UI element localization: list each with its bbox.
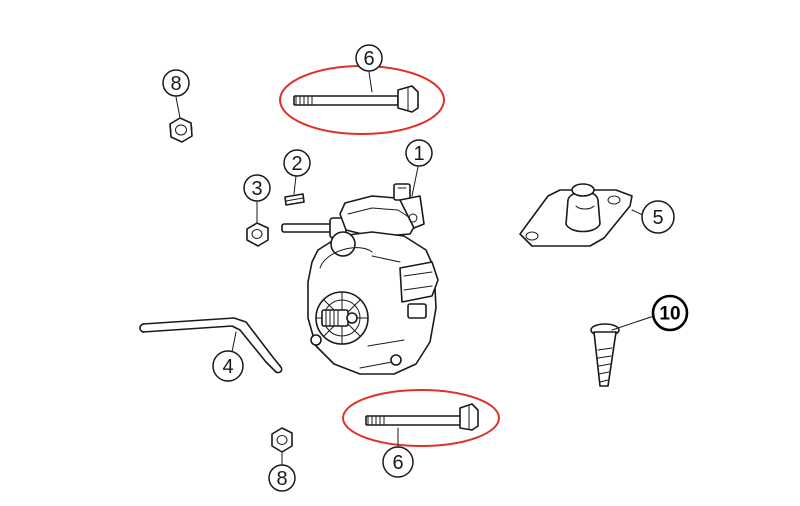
svg-text:1: 1 <box>413 143 424 165</box>
part-8-nut-top[interactable] <box>169 117 193 143</box>
svg-text:6: 6 <box>392 452 403 474</box>
callout-6-top[interactable]: 6 <box>355 44 383 72</box>
leader-5 <box>631 209 644 216</box>
highlight-ellipse-bottom <box>342 389 500 447</box>
part-6-bolt-top[interactable] <box>293 85 419 113</box>
part-3-nut[interactable] <box>246 222 269 247</box>
part-4-rod[interactable] <box>139 317 283 374</box>
part-1-gearbox[interactable] <box>281 183 439 375</box>
part-2-key[interactable] <box>284 193 305 206</box>
part-10-bolt[interactable] <box>590 323 620 387</box>
svg-text:8: 8 <box>170 73 181 95</box>
svg-text:6: 6 <box>363 48 374 70</box>
svg-text:2: 2 <box>291 153 302 175</box>
callout-1[interactable]: 1 <box>405 139 433 167</box>
part-8-nut-bottom[interactable] <box>271 427 293 453</box>
svg-text:4: 4 <box>222 356 233 378</box>
callout-8-top[interactable]: 8 <box>162 69 190 97</box>
svg-text:3: 3 <box>251 178 262 200</box>
callout-3[interactable]: 3 <box>243 174 271 202</box>
leader-4 <box>231 331 237 353</box>
svg-text:8: 8 <box>276 468 287 490</box>
callout-10[interactable]: 10 <box>651 294 689 332</box>
leader-10 <box>611 315 655 331</box>
leader-8-top <box>175 96 181 119</box>
leader-1 <box>411 166 419 197</box>
callout-4[interactable]: 4 <box>212 350 244 382</box>
part-6-bolt-bottom[interactable] <box>365 403 479 431</box>
callout-5[interactable]: 5 <box>641 200 675 234</box>
svg-text:10: 10 <box>659 304 680 325</box>
svg-text:5: 5 <box>652 207 663 229</box>
callout-2[interactable]: 2 <box>283 149 311 177</box>
leader-6-top <box>368 71 373 93</box>
callout-6-bottom[interactable]: 6 <box>382 446 414 478</box>
callout-8-bottom[interactable]: 8 <box>268 464 296 492</box>
leader-2 <box>293 175 297 195</box>
part-5-rubber-mount[interactable] <box>519 183 633 247</box>
